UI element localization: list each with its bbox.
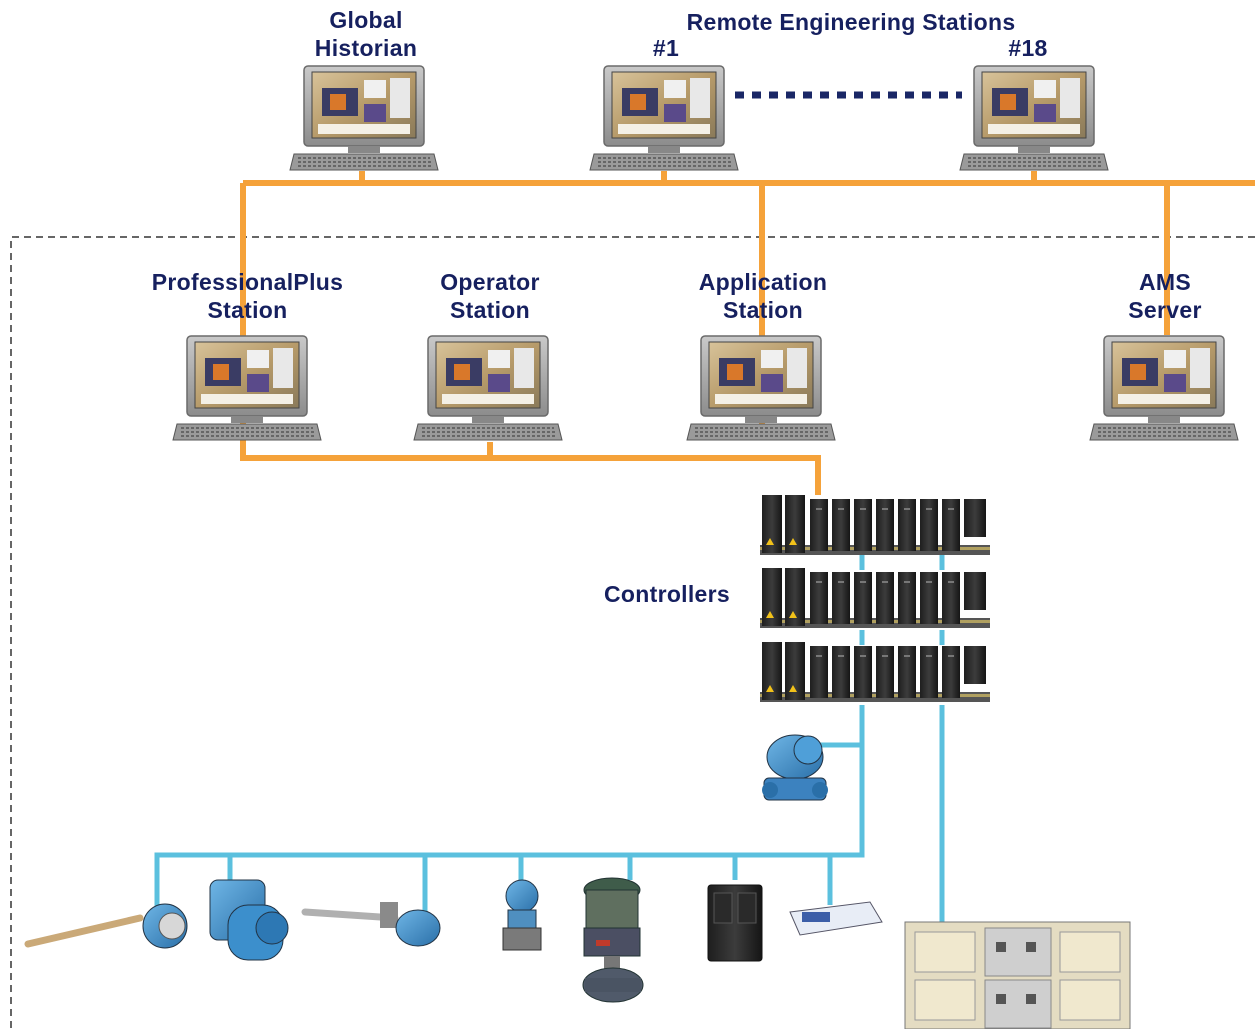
ams-label: AMS Server	[1105, 268, 1225, 324]
professionalplus-line1: ProfessionalPlus	[151, 269, 344, 295]
differential-pressure-transmitter-icon	[502, 879, 542, 951]
temperature-sensor-icon	[24, 903, 188, 949]
operator-workstation-icon	[413, 335, 563, 441]
control-network-lines	[240, 171, 1255, 495]
remote-station-1-workstation-icon	[589, 65, 739, 171]
ams-line1: AMS	[1138, 269, 1191, 295]
ams-line2: Server	[1128, 297, 1202, 323]
thermowell-transmitter-icon	[301, 902, 441, 947]
application-label: Application Station	[668, 268, 858, 324]
global-historian-label: Global Historian	[290, 6, 442, 62]
io-cabinet-icon	[904, 921, 1131, 1029]
controller-rack-icon	[759, 567, 991, 629]
remote-station-1-label: #1	[652, 35, 680, 61]
pressure-transmitter-icon	[762, 734, 828, 801]
application-line1: Application	[698, 269, 828, 295]
operator-line1: Operator	[440, 269, 540, 295]
professionalplus-line2: Station	[207, 297, 288, 323]
application-line2: Station	[722, 297, 804, 323]
controller-rack-icon	[759, 494, 991, 556]
control-valve-icon	[582, 877, 644, 1003]
io-module-icon	[707, 884, 763, 962]
ams-server-workstation-icon	[1089, 335, 1239, 441]
fieldbus-lines	[154, 555, 945, 925]
flowmeter-icon	[209, 879, 289, 961]
operator-line2: Station	[449, 297, 531, 323]
global-historian-workstation-icon	[289, 65, 439, 171]
fieldbus-device-icon	[789, 901, 883, 936]
remote-engineering-title: Remote Engineering Stations	[686, 9, 1016, 35]
application-workstation-icon	[686, 335, 836, 441]
professionalplus-label: ProfessionalPlus Station	[110, 268, 385, 324]
global-historian-line1: Global	[329, 7, 403, 33]
global-historian-line2: Historian	[314, 35, 418, 61]
controllers-label: Controllers	[604, 581, 730, 607]
controller-rack-icon	[759, 641, 991, 703]
professionalplus-workstation-icon	[172, 335, 322, 441]
remote-station-18-label: #18	[1008, 35, 1048, 61]
operator-label: Operator Station	[414, 268, 566, 324]
control-network-boundary	[10, 236, 1255, 1029]
remote-station-18-workstation-icon	[959, 65, 1109, 171]
